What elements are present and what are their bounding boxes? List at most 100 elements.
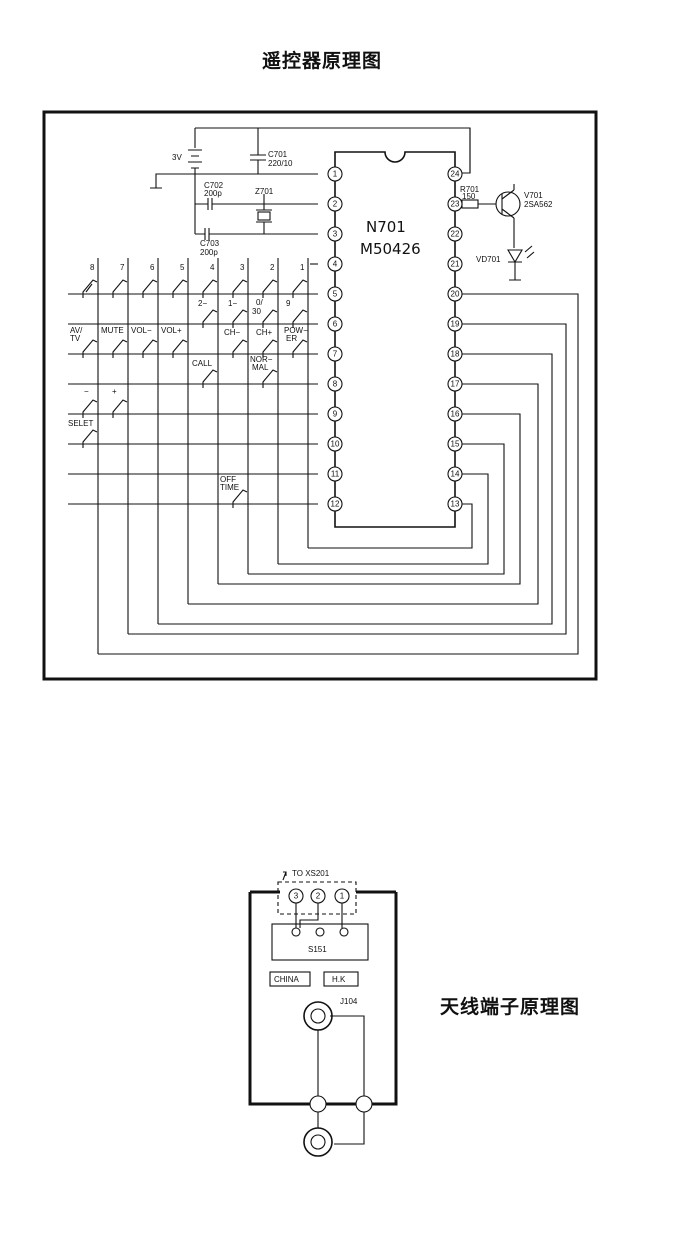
ic-pin-right-number: 22	[451, 230, 460, 239]
key-0-30-label-a: 0/	[256, 298, 263, 307]
c701-label: C701	[268, 150, 288, 159]
key-mute-label: MUTE	[101, 326, 124, 335]
ic-pin-left-circle	[327, 406, 343, 422]
key-ch-plus-label: CH+	[256, 328, 273, 337]
ic-pin-right-circle	[447, 226, 463, 242]
battery-3v	[188, 149, 202, 169]
ic-pin-left-number: 10	[331, 440, 340, 449]
ic-pin-left-circle	[327, 166, 343, 182]
ic-pin-right-circle	[447, 436, 463, 452]
ic-pin-left-circle	[327, 436, 343, 452]
ic-name: N701	[366, 218, 406, 236]
ic-pin-right-circle	[447, 166, 463, 182]
key-plus-label: +	[112, 387, 117, 396]
ic-pin-left-number: 12	[331, 500, 340, 509]
conn-pin-1-label: 1	[340, 892, 345, 901]
switch-s151-label: S151	[308, 945, 327, 954]
r701-label: R701	[460, 185, 480, 194]
key-9-label: 9	[286, 299, 291, 308]
key-ch-minus-label: CH−	[224, 328, 241, 337]
switch-s151-box	[271, 923, 369, 961]
ic-pin-left-number: 6	[333, 320, 338, 329]
ic-pin-left-circle	[327, 256, 343, 272]
ic-pin-left-number: 2	[333, 200, 338, 209]
ic-pin-left-circle	[327, 196, 343, 212]
ic-pin-left-number: 11	[331, 470, 340, 479]
ic-pin-right-number: 23	[451, 200, 460, 209]
remote-frame	[42, 110, 598, 681]
ic-pin-right-number: 18	[451, 350, 460, 359]
china-box	[269, 971, 311, 987]
key-off-time-label-a: OFF	[220, 475, 236, 484]
ic-pin-right-circle	[447, 406, 463, 422]
ic-pin-right-circle	[447, 466, 463, 482]
ic-n701-body	[334, 151, 456, 528]
ic-part-number: M50426	[360, 240, 421, 258]
c703-value: 200p	[200, 248, 218, 257]
keypad-column-number: 8	[90, 263, 95, 272]
conn-pin-2-label: 2	[316, 892, 321, 901]
ic-pin-right-circle	[447, 196, 463, 212]
key-2-minus-label: 2−	[198, 299, 207, 308]
keypad-column-number: 7	[120, 263, 125, 272]
v701-label: V701	[524, 191, 543, 200]
ic-pin-left-circle	[327, 466, 343, 482]
ic-pin-left-circle	[327, 376, 343, 392]
ic-pin-right-number: 14	[451, 470, 460, 479]
ic-pin-right-number: 17	[451, 380, 460, 389]
antenna-diagram-title: 天线端子原理图	[440, 996, 581, 1018]
key-1-minus-label: 1−	[228, 299, 237, 308]
keypad-column-number: 2	[270, 263, 275, 272]
c703-label: C703	[200, 239, 220, 248]
capacitor-c702	[195, 198, 318, 210]
ic-pin-right-number: 19	[451, 320, 460, 329]
ic-pin-right-circle	[447, 256, 463, 272]
c702-label: C702	[204, 181, 224, 190]
c701-value: 220/10	[268, 159, 293, 168]
ic-pin-right-number: 16	[451, 410, 460, 419]
keypad-switches	[82, 279, 308, 508]
vd701-label: VD701	[476, 255, 501, 264]
ic-pin-left-number: 5	[333, 290, 338, 299]
key-minus-label: −	[84, 387, 89, 396]
ic-pin-right-number: 15	[451, 440, 460, 449]
key-normal-label-a: NOR−	[250, 355, 273, 364]
ic-pin-left-circle	[327, 496, 343, 512]
ic-pin-left-number: 9	[333, 410, 338, 419]
key-power-label-a: POW−	[284, 326, 308, 335]
key-0-30-label-b: 30	[252, 307, 261, 316]
z701-label: Z701	[255, 187, 274, 196]
battery-label: 3V	[172, 153, 182, 162]
keypad-column-number: 1	[300, 263, 305, 272]
key-normal-label-b: MAL	[252, 363, 269, 372]
hk-label: H.K	[332, 975, 346, 984]
key-vol-plus-label: VOL+	[161, 326, 182, 335]
connector-xs201-outline	[277, 881, 357, 915]
keypad-column-number: 6	[150, 263, 155, 272]
ic-pin-right-circle	[447, 316, 463, 332]
c702-value: 200p	[204, 189, 222, 198]
jack-j104-label: J104	[340, 997, 358, 1006]
hk-box	[323, 971, 359, 987]
key-av-label-a: AV/	[70, 326, 83, 335]
ic-pin-right-number: 21	[451, 260, 460, 269]
return-wires	[98, 293, 579, 655]
transistor-v701	[495, 191, 521, 217]
ic-pin-left-circle	[327, 286, 343, 302]
conn-pin-3-label: 3	[294, 892, 299, 901]
ic-pin-left-number: 4	[333, 260, 338, 269]
key-select-label: SELET	[68, 419, 93, 428]
crystal-z701	[256, 194, 272, 234]
jack-bottom-outer	[303, 1127, 333, 1157]
ic-pin-right-circle	[447, 346, 463, 362]
remote-diagram-title: 遥控器原理图	[262, 50, 383, 72]
capacitor-c701	[250, 128, 266, 174]
ic-pin-left-number: 8	[333, 380, 338, 389]
keypad-column-number: 4	[210, 263, 215, 272]
key-av-label-b: TV	[70, 334, 81, 343]
ic-pin-left-circle	[327, 346, 343, 362]
ic-pin-right-number: 20	[451, 290, 460, 299]
ic-pin-right-circle	[447, 376, 463, 392]
r701-value: 150	[462, 192, 476, 201]
